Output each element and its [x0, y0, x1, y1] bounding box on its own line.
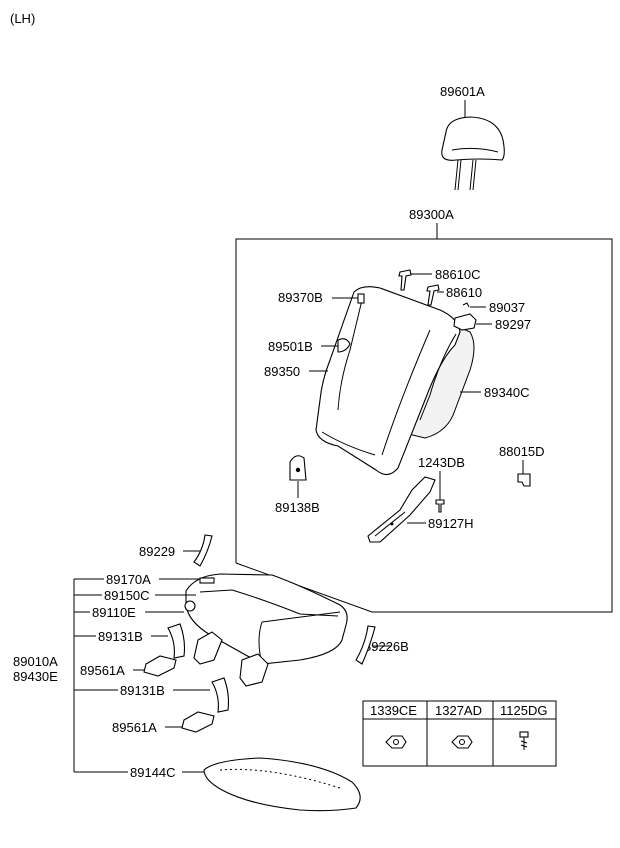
- part-89226B: [355, 625, 376, 665]
- part-89501B: [337, 338, 351, 353]
- label-89131B-lower[interactable]: 89131B: [120, 683, 165, 698]
- fastener-table: 1339CE 1327AD 1125DG: [362, 700, 557, 767]
- label-89229[interactable]: 89229: [139, 544, 175, 559]
- part-89370B: [357, 293, 365, 304]
- label-89340C[interactable]: 89340C: [484, 385, 530, 400]
- nut-icon-1327AD: [451, 735, 473, 749]
- part-89229: [193, 534, 213, 567]
- part-89297: [453, 313, 477, 331]
- seat-back[interactable]: [315, 286, 475, 476]
- cushion-bracket-1: [193, 631, 223, 665]
- part-89170A: [199, 577, 215, 584]
- label-89144C[interactable]: 89144C: [130, 765, 176, 780]
- label-89150C[interactable]: 89150C: [104, 588, 150, 603]
- label-89110E[interactable]: 89110E: [92, 605, 136, 620]
- label-89561A-lower[interactable]: 89561A: [112, 720, 157, 735]
- cushion-bracket-2: [239, 653, 269, 687]
- part-89138B[interactable]: [289, 455, 307, 481]
- label-89370B[interactable]: 89370B: [278, 290, 323, 305]
- label-89430E[interactable]: 89430E: [13, 669, 58, 684]
- headrest-group[interactable]: 89601A: [440, 84, 505, 191]
- part-89110E: [184, 600, 196, 612]
- label-89297[interactable]: 89297: [495, 317, 531, 332]
- fastener-header-1327AD: 1327AD: [435, 703, 482, 718]
- label-89131B-upper[interactable]: 89131B: [98, 629, 143, 644]
- pad-89144C: [203, 757, 361, 812]
- label-89300A[interactable]: 89300A: [409, 207, 454, 222]
- label-89601A[interactable]: 89601A: [440, 84, 485, 99]
- clip-88610: [426, 284, 440, 306]
- side-tag: (LH): [10, 11, 35, 26]
- bracket-89127H[interactable]: [367, 476, 436, 543]
- clip-89561A-upper: [143, 655, 177, 677]
- clip-89561A-lower: [181, 711, 215, 733]
- label-1243DB[interactable]: 1243DB: [418, 455, 465, 470]
- clip-88610C: [398, 269, 412, 291]
- bolt-1243DB: [435, 499, 445, 513]
- cover-89131B-lower: [211, 677, 230, 713]
- label-89501B[interactable]: 89501B: [268, 339, 313, 354]
- label-89010A[interactable]: 89010A: [13, 654, 58, 669]
- nut-icon-1339CE: [385, 735, 407, 749]
- label-89037[interactable]: 89037: [489, 300, 525, 315]
- seat-cushion[interactable]: [184, 573, 348, 665]
- part-89037: [462, 302, 470, 308]
- cover-89131B-upper: [167, 623, 186, 659]
- label-89138B[interactable]: 89138B: [275, 500, 320, 515]
- part-88015D: [517, 473, 531, 487]
- label-89561A-upper[interactable]: 89561A: [80, 663, 125, 678]
- label-88610C[interactable]: 88610C: [435, 267, 481, 282]
- label-89350[interactable]: 89350: [264, 364, 300, 379]
- label-tree: [73, 578, 210, 773]
- headrest-post-left: [454, 159, 459, 191]
- headrest-post-right: [469, 159, 474, 191]
- label-88610[interactable]: 88610: [446, 285, 482, 300]
- fastener-header-1339CE: 1339CE: [370, 703, 417, 718]
- seat-back-cover: [315, 286, 461, 476]
- label-88015D[interactable]: 88015D: [499, 444, 545, 459]
- fastener-header-1125DG: 1125DG: [500, 703, 547, 718]
- seat-back-assembly-box: [235, 238, 613, 613]
- screw-icon-1125DG: [519, 731, 529, 750]
- headrest[interactable]: [441, 116, 505, 161]
- label-89170A[interactable]: 89170A: [106, 572, 151, 587]
- label-89127H[interactable]: 89127H: [428, 516, 474, 531]
